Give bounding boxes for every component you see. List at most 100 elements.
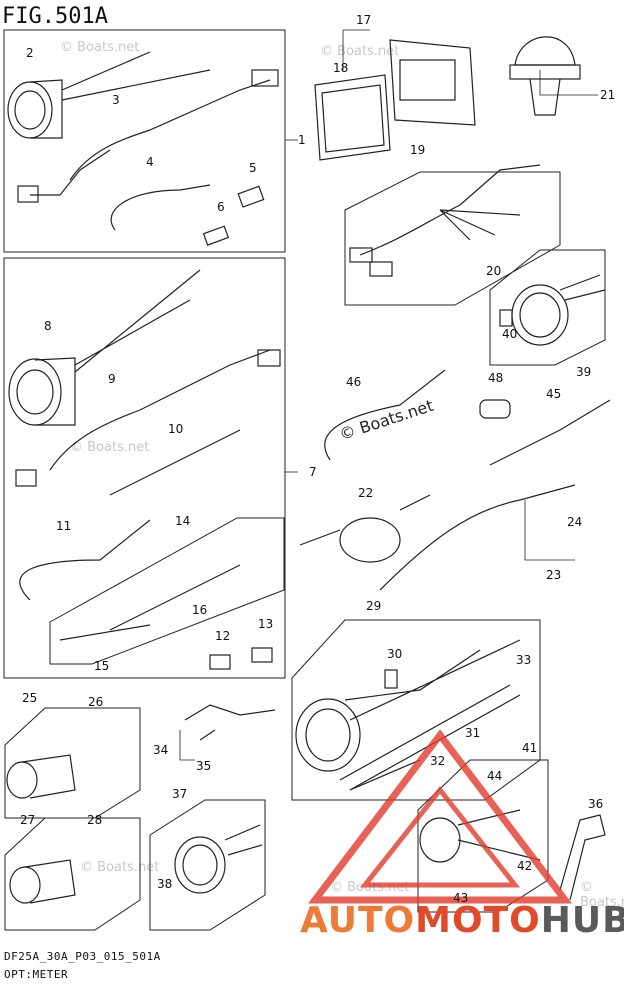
callout-20: 20	[486, 264, 501, 278]
callout-27: 27	[20, 813, 35, 827]
callout-8: 8	[44, 319, 52, 333]
callout-19: 19	[410, 143, 425, 157]
tie-part-16	[109, 564, 241, 631]
group-box-19	[344, 171, 561, 306]
callout-42: 42	[517, 859, 532, 873]
cable-part-23	[379, 484, 576, 591]
callout-43: 43	[453, 891, 468, 905]
harness-connector	[251, 69, 279, 87]
strap-part-15	[59, 624, 151, 641]
watermark: © Boats.net	[60, 40, 140, 55]
cap-part-12	[209, 654, 231, 670]
cable-part-10	[109, 429, 241, 496]
callout-32: 32	[430, 754, 445, 768]
gauge-part-41	[419, 809, 541, 863]
callout-21: 21	[600, 88, 615, 102]
watermark: © Boats.net	[80, 860, 160, 875]
callout-29: 29	[366, 599, 381, 613]
callout-44: 44	[487, 769, 502, 783]
callout-45: 45	[546, 387, 561, 401]
callout-39: 39	[576, 365, 591, 379]
callout-9: 9	[108, 372, 116, 386]
callout-33: 33	[516, 653, 531, 667]
gauge-part-39	[511, 274, 606, 346]
callout-10: 10	[168, 422, 183, 436]
gauge-part-29	[295, 639, 521, 772]
group-box-25	[4, 707, 141, 819]
callout-6: 6	[217, 200, 225, 214]
gauge-part-2	[7, 51, 211, 139]
drawing-code: DF25A_30A_P03_015_501A	[4, 950, 161, 963]
harness-lead	[30, 149, 111, 196]
group-box-37	[149, 799, 266, 931]
callout-5: 5	[249, 161, 257, 175]
callout-26: 26	[88, 695, 103, 709]
callout-18: 18	[333, 61, 348, 75]
callout-40: 40	[502, 327, 517, 341]
bulb-part-30	[384, 669, 398, 689]
callout-22: 22	[358, 486, 373, 500]
section-label: OPT:METER	[4, 968, 69, 981]
brand-part-moto: MOTO	[415, 900, 541, 941]
bulb-part-40	[499, 309, 513, 327]
group-box-29	[291, 619, 541, 801]
watermark: © Boats.net	[320, 44, 400, 59]
group-box-7	[3, 257, 286, 679]
brand-logo: AUTOMOTOHUB	[300, 900, 624, 941]
callout-7: 7	[309, 465, 317, 479]
callout-1: 1	[298, 133, 306, 147]
gauge-part-8	[8, 269, 201, 426]
cable-part-45	[489, 399, 611, 466]
callout-24: 24	[567, 515, 582, 529]
callout-41: 41	[522, 741, 537, 755]
callout-31: 31	[465, 726, 480, 740]
callout-14: 14	[175, 514, 190, 528]
display-part-17	[389, 39, 476, 126]
harness-part-9	[49, 349, 271, 471]
callout-3: 3	[112, 93, 120, 107]
callout-28: 28	[87, 813, 102, 827]
callout-11: 11	[56, 519, 71, 533]
figure-title: FIG.501A	[2, 4, 108, 29]
callout-38: 38	[157, 877, 172, 891]
brand-part-auto: AUTO	[300, 900, 416, 941]
brand-part-hub: HUB	[540, 900, 624, 941]
callout-4: 4	[146, 155, 154, 169]
cable-part-11	[19, 519, 151, 601]
group-box-1	[3, 29, 286, 253]
callout-15: 15	[94, 659, 109, 673]
group-box-41	[417, 759, 549, 913]
grommet-part-48	[479, 399, 511, 419]
callout-25: 25	[22, 691, 37, 705]
callout-35: 35	[196, 759, 211, 773]
group-box-14	[49, 517, 285, 665]
watermark: © Boats.net	[70, 440, 150, 455]
callout-48: 48	[488, 371, 503, 385]
cap-part-6	[202, 225, 230, 246]
harness-part-3	[69, 79, 271, 181]
switch-part-36	[559, 814, 606, 901]
harness-plug	[17, 185, 39, 203]
callout-34: 34	[153, 743, 168, 757]
watermark: © Boats.net	[580, 880, 624, 910]
meter-part-27	[9, 859, 76, 904]
harness-part-19	[359, 164, 541, 256]
callout-2: 2	[26, 46, 34, 60]
callout-23: 23	[546, 568, 561, 582]
callout-30: 30	[387, 647, 402, 661]
group-box-39	[489, 249, 606, 366]
callout-13: 13	[258, 617, 273, 631]
handle-part-34	[184, 704, 276, 741]
callout-37: 37	[172, 787, 187, 801]
meter-part-25	[6, 754, 76, 799]
cap-part-5	[237, 185, 265, 208]
brand-triangle	[307, 729, 573, 904]
frame-part-18	[314, 74, 391, 161]
group-box-27	[4, 817, 141, 931]
callout-46: 46	[346, 375, 361, 389]
cable-part-4	[110, 184, 211, 231]
callout-17: 17	[356, 13, 371, 27]
cable-part-46	[324, 369, 446, 461]
callout-36: 36	[588, 797, 603, 811]
